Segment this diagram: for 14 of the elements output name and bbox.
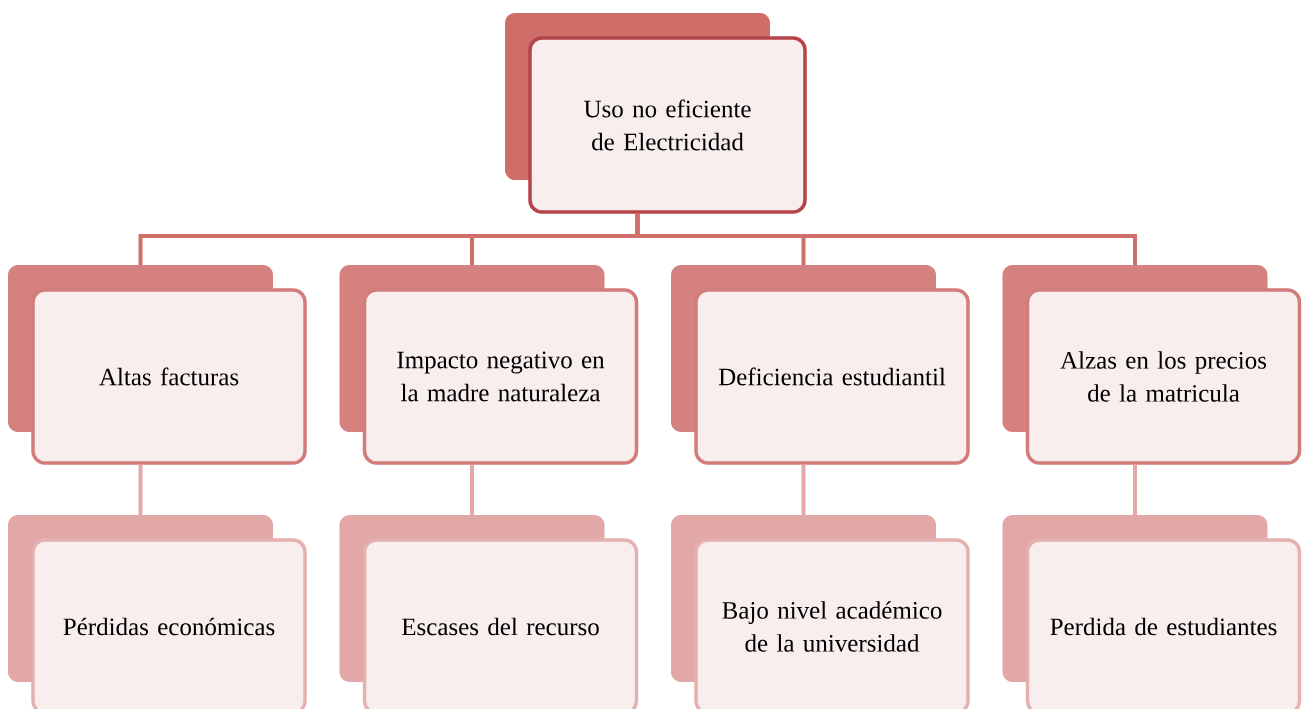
process-box: Bajo nivel académico de la universidad [671,515,970,709]
process-box: Uso no eficiente de Electricidad [505,13,807,214]
connector-line [138,464,143,515]
connector-line [635,213,1137,265]
process-box: Perdida de estudiantes [1002,515,1302,709]
process-box: Pérdidas económicas [8,515,307,709]
process-box: Alzas en los precios de la matricula [1002,265,1302,465]
process-box: Escases del recurso [339,515,639,709]
connector-line [801,464,806,515]
connector-line [1133,464,1137,515]
process-box: Altas facturas [8,265,307,465]
connector-line [470,464,474,515]
process-box: Impacto negativo en la madre naturaleza [339,265,639,465]
process-box: Deficiencia estudiantil [671,265,970,465]
